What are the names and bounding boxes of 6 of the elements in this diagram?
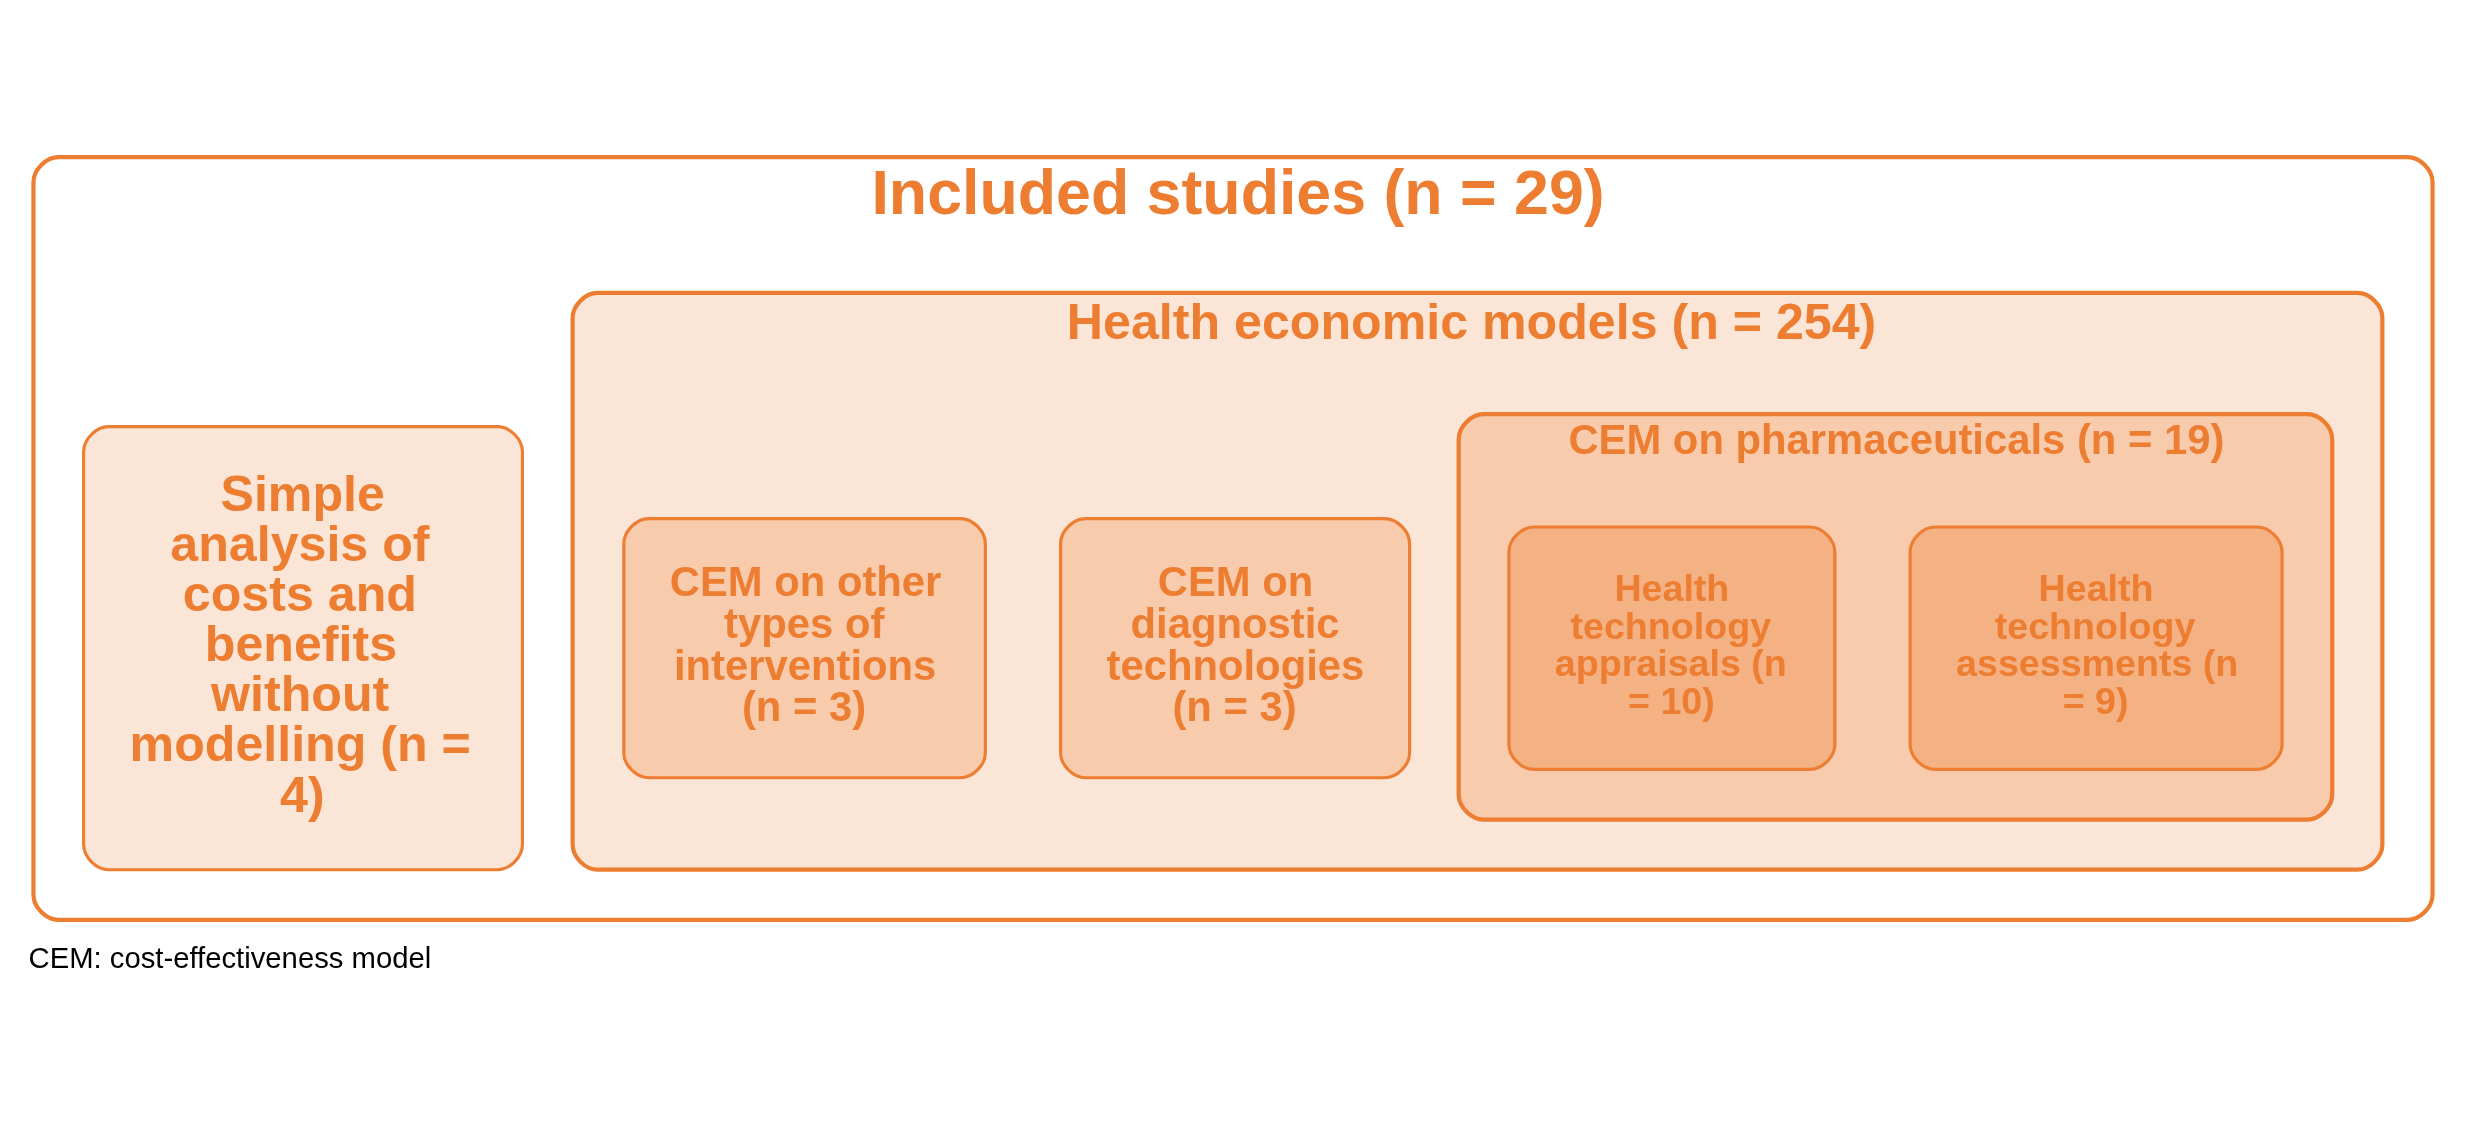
node-box: CEM on other types of interventions (n = 3) [622,517,987,780]
node-box: CEM on diagnostic technologies (n = 3) [1059,517,1412,780]
node-box: Health technology assessments (n = 9) [1908,525,2284,771]
node-box: Health technology appraisals (n = 10) [1507,525,1837,771]
caption: CEM: cost-effectiveness model [28,942,432,975]
node-box: Simple analysis of costs and benefits without modelling (n = 4) [82,425,525,872]
